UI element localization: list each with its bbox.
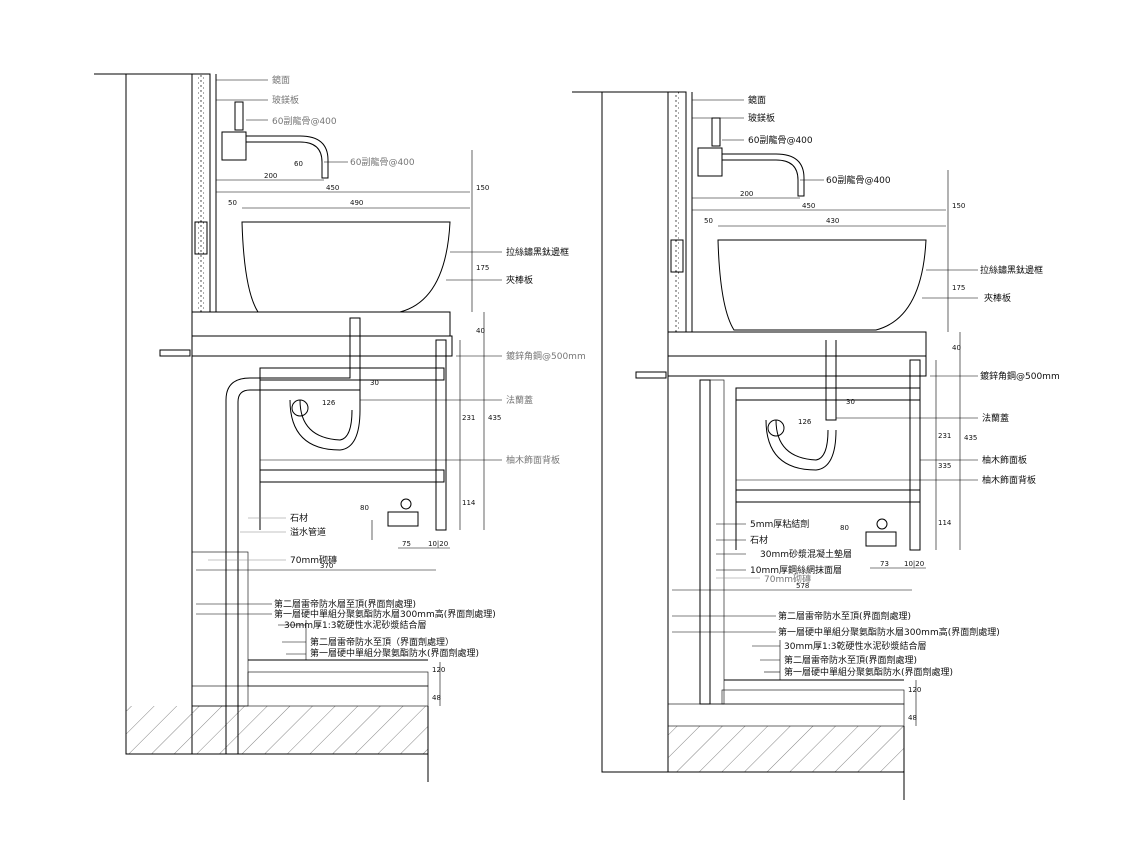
right-label-keel-mid: 60副龍骨@400 <box>826 174 891 186</box>
left-dim-114: 114 <box>462 499 476 507</box>
right-section-drawing <box>572 91 978 800</box>
left-label-brick: 70mm砌磚 <box>290 554 337 566</box>
left-dim-370: 370 <box>320 562 333 570</box>
right-dim-80: 80 <box>840 524 849 532</box>
right-dim-48: 48 <box>908 714 917 722</box>
right-label-adhesive: 5mm厚粘結劑 <box>750 518 809 530</box>
right-dim-73: 73 <box>880 560 889 568</box>
left-label-waterproof-4: 第一層硬中單組分聚氨酯防水(界面劑處理) <box>310 647 479 659</box>
right-label-stone: 石材 <box>750 534 768 546</box>
right-dim-50: 50 <box>704 217 713 225</box>
left-dim-10-20: 10|20 <box>428 540 448 548</box>
left-dim-120: 120 <box>432 666 445 674</box>
left-dim-30: 30 <box>370 379 379 387</box>
left-label-waterproof-2: 第一層硬中單組分聚氨酯防水層300mm高(界面劑處理) <box>274 608 496 620</box>
right-label-brick: 70mm砌磚 <box>764 573 811 585</box>
right-dim-40: 40 <box>952 344 961 352</box>
right-label-plywood: 夾棒板 <box>984 292 1011 304</box>
left-label-drain-pipe: 溢水管道 <box>290 526 326 538</box>
right-dim-200: 200 <box>740 190 753 198</box>
left-dim-75: 75 <box>402 540 411 548</box>
left-label-plywood: 夾棒板 <box>506 274 533 286</box>
right-dim-175: 175 <box>952 284 965 292</box>
left-label-keel-top: 60副龍骨@400 <box>272 115 337 127</box>
left-label-waterproof-1: 第二層雷帝防水層至頂(界面劑處理) <box>274 598 416 610</box>
right-label-waterproof-4: 第一層硬中單組分聚氨酯防水(界面劑處理) <box>784 666 953 678</box>
right-dim-335: 335 <box>938 462 951 470</box>
left-label-angle-steel: 鍍鋅角鋼@500mm <box>506 350 586 362</box>
right-dim-10-20: 10|20 <box>904 560 924 568</box>
left-label-mirror: 鏡面 <box>272 74 290 86</box>
right-dim-435: 435 <box>964 434 977 442</box>
right-dim-231: 231 <box>938 432 951 440</box>
left-label-wood-back: 柚木飾面背板 <box>506 454 560 466</box>
right-dim-30: 30 <box>846 398 855 406</box>
right-label-concrete: 30mm砂漿混凝土墊層 <box>760 548 852 560</box>
right-label-waterproof-2: 第一層硬中單組分聚氨酯防水層300mm高(界面劑處理) <box>778 626 1000 638</box>
right-label-mirror: 鏡面 <box>748 94 766 106</box>
right-label-glass-board: 玻鎂板 <box>748 112 775 124</box>
left-label-glass-board: 玻鎂板 <box>272 94 299 106</box>
left-dim-490: 490 <box>350 199 363 207</box>
right-label-waterproof-3: 第二層雷帝防水至頂(界面劑處理) <box>784 654 917 666</box>
right-label-angle-steel: 鍍鋅角鋼@500mm <box>980 370 1060 382</box>
right-label-mesh: 10mm厚鋼絲網抹面層 <box>750 564 842 576</box>
right-label-keel-top: 60副龍骨@400 <box>748 134 813 146</box>
right-label-granite-edge: 拉絲鏽黑鈦邊框 <box>980 264 1043 276</box>
left-dim-435: 435 <box>488 414 501 422</box>
right-dim-126: 126 <box>798 418 812 426</box>
left-dim-50: 50 <box>228 199 237 207</box>
left-dim-150: 150 <box>476 184 489 192</box>
left-label-drain-cover: 法蘭蓋 <box>506 394 533 406</box>
left-label-waterproof-3: 第二層雷帝防水至頂（界面劑處理） <box>310 636 454 648</box>
left-label-granite-edge: 拉絲鏽黑鈦邊框 <box>506 246 569 258</box>
right-label-wood-panel: 柚木飾面板 <box>982 454 1027 466</box>
right-label-mortar: 30mm厚1:3乾硬性水泥砂漿結合層 <box>784 640 926 652</box>
right-label-wood-back: 柚木飾面背板 <box>982 474 1036 486</box>
right-dim-114: 114 <box>938 519 952 527</box>
right-dim-430: 430 <box>826 217 839 225</box>
left-dim-48: 48 <box>432 694 441 702</box>
left-dim-60: 60 <box>294 160 303 168</box>
right-label-drain-cover: 法蘭蓋 <box>982 412 1009 424</box>
left-dim-450: 450 <box>326 184 339 192</box>
left-section-drawing <box>94 73 502 782</box>
left-dim-126: 126 <box>322 399 336 407</box>
left-dim-200: 200 <box>264 172 277 180</box>
left-dim-80: 80 <box>360 504 369 512</box>
left-dim-175: 175 <box>476 264 489 272</box>
left-dim-40: 40 <box>476 327 485 335</box>
left-label-keel-mid: 60副龍骨@400 <box>350 156 415 168</box>
right-dim-578: 578 <box>796 582 809 590</box>
left-label-stone: 石材 <box>290 512 308 524</box>
left-label-mortar: 30mm厚1:3乾硬性水泥砂漿結合層 <box>284 619 426 631</box>
left-dim-231: 231 <box>462 414 475 422</box>
right-dim-120: 120 <box>908 686 921 694</box>
right-dim-450: 450 <box>802 202 815 210</box>
right-dim-150: 150 <box>952 202 965 210</box>
right-label-waterproof-1: 第二層雷帝防水至頂(界面劑處理) <box>778 610 911 622</box>
